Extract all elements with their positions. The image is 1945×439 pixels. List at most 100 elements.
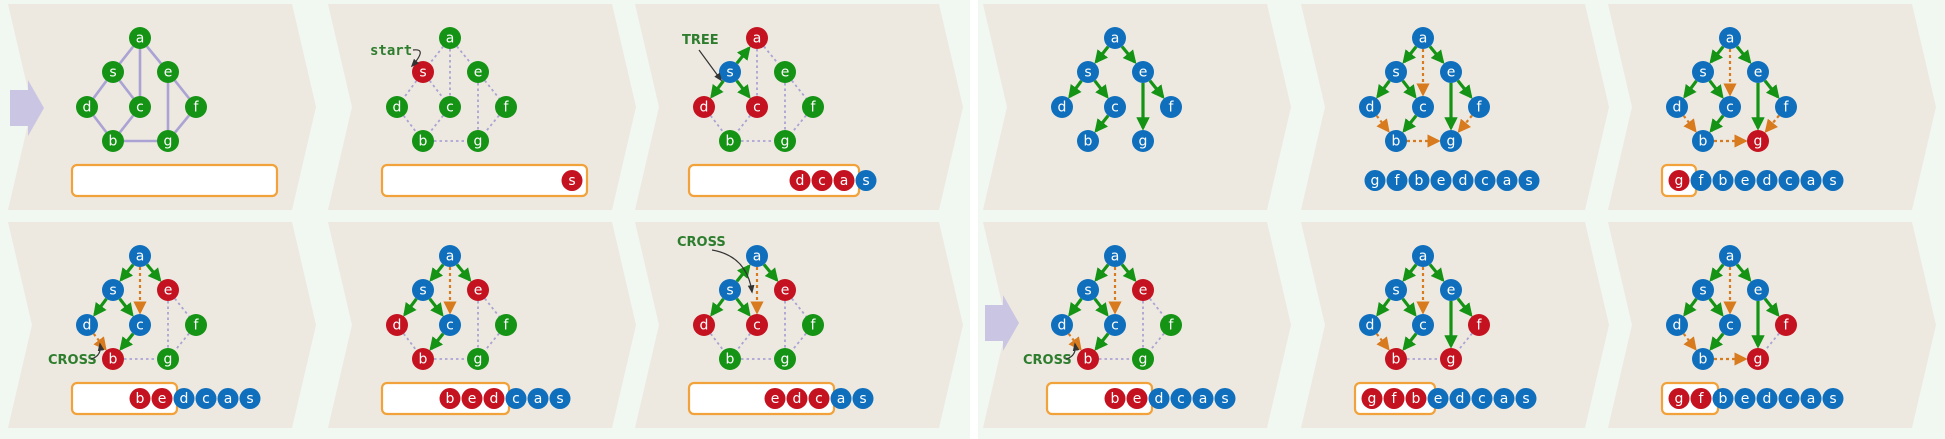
panel-background-p9 xyxy=(635,222,963,428)
queue-token-s xyxy=(561,170,583,191)
node-label-d: d xyxy=(1058,100,1067,116)
node-b xyxy=(412,130,434,152)
node-g xyxy=(774,130,796,152)
node-d xyxy=(1359,96,1381,118)
edge-f-g-dot xyxy=(791,114,807,134)
queue-token-label-s: s xyxy=(1221,391,1228,407)
panel-background-p11 xyxy=(1301,222,1609,428)
node-label-c: c xyxy=(136,100,144,116)
node-a xyxy=(439,245,461,267)
queue-token-label-d: d xyxy=(1459,173,1468,189)
queue-token-label-a: a xyxy=(1503,173,1512,189)
node-label-f: f xyxy=(1477,318,1483,334)
queue-token-b xyxy=(129,388,151,409)
node-label-c: c xyxy=(1726,318,1734,334)
queue-token-label-c: c xyxy=(1478,391,1486,407)
node-d xyxy=(386,96,408,118)
edge-s-c-tree xyxy=(1093,79,1109,99)
node-a xyxy=(129,27,151,49)
edge-s-d-tree xyxy=(710,297,725,317)
node-label-s: s xyxy=(1699,65,1706,81)
next-arrow-top xyxy=(10,80,44,136)
queue-token-a xyxy=(1800,388,1822,409)
node-label-g: g xyxy=(1139,134,1148,150)
node-label-b: b xyxy=(419,352,428,368)
edge-c-b-tree xyxy=(1094,332,1110,351)
queue-token-d xyxy=(1452,170,1474,191)
node-a xyxy=(129,245,151,267)
queue-token-s xyxy=(1214,388,1236,409)
node-label-b: b xyxy=(1392,134,1401,150)
node-b xyxy=(102,348,124,370)
queue-token-label-a: a xyxy=(1500,391,1509,407)
edge-s-d-solid xyxy=(92,80,108,99)
node-b xyxy=(412,348,434,370)
node-label-f: f xyxy=(811,318,817,334)
edge-s-d-tree xyxy=(1683,79,1698,99)
node-f xyxy=(802,96,824,118)
node-label-e: e xyxy=(781,65,790,81)
edge-e-f-tree xyxy=(1763,79,1780,99)
queue-token-c xyxy=(195,388,217,409)
node-b xyxy=(1692,348,1714,370)
node-label-d: d xyxy=(700,100,709,116)
queue-token-label-d: d xyxy=(796,173,805,189)
node-f xyxy=(495,314,517,336)
edge-e-f-tree xyxy=(1456,79,1473,99)
queue-token-label-s: s xyxy=(1829,173,1836,189)
cross-label: CROSS xyxy=(677,235,726,250)
edge-c-b-tree xyxy=(119,332,135,351)
node-d xyxy=(1051,314,1073,336)
next-arrow-bottom xyxy=(985,295,1019,351)
edge-s-d-dot xyxy=(402,80,418,99)
queue-token-a xyxy=(217,388,239,409)
queue-token-d xyxy=(1756,388,1778,409)
edge-a-e-tree xyxy=(1120,263,1137,283)
edge-c-b-tree xyxy=(1094,114,1110,133)
queue-token-label-e: e xyxy=(468,391,477,407)
node-label-s: s xyxy=(109,283,116,299)
node-b xyxy=(1385,348,1407,370)
edge-c-b-dot xyxy=(429,115,444,133)
node-label-e: e xyxy=(1139,283,1148,299)
cross-pointer xyxy=(1065,342,1080,360)
node-a xyxy=(1104,27,1126,49)
edge-f-g-dot xyxy=(1149,332,1165,352)
node-e xyxy=(1132,61,1154,83)
edge-s-d-tree xyxy=(1068,79,1083,99)
edge-a-s-solid xyxy=(118,45,135,65)
edge-d-b-dot xyxy=(402,333,418,351)
queue-box xyxy=(70,163,279,198)
edge-a-s-tree xyxy=(1094,263,1110,282)
queue-token-label-a: a xyxy=(224,391,233,407)
node-e xyxy=(157,61,179,83)
queue-token-label-s: s xyxy=(246,391,253,407)
queue-token-b xyxy=(1405,388,1427,409)
node-label-a: a xyxy=(446,249,455,265)
node-label-f: f xyxy=(811,100,817,116)
edge-e-f-dot xyxy=(174,298,190,317)
node-e xyxy=(1747,61,1769,83)
queue-token-c xyxy=(1170,388,1192,409)
edge-e-f-dot xyxy=(484,80,500,99)
node-label-f: f xyxy=(194,318,200,334)
queue-token-label-a: a xyxy=(1199,391,1208,407)
edge-a-s-tree xyxy=(1402,263,1418,282)
node-e xyxy=(774,61,796,83)
node-a xyxy=(1104,245,1126,267)
edge-s-d-tree xyxy=(1376,79,1391,99)
edge-s-c-tree xyxy=(1708,79,1724,99)
queue-token-label-e: e xyxy=(158,391,167,407)
queue-token-c xyxy=(1471,388,1493,409)
queue-token-label-s: s xyxy=(556,391,563,407)
node-g xyxy=(1132,348,1154,370)
edge-a-e-tree xyxy=(1735,263,1752,283)
node-label-d: d xyxy=(83,318,92,334)
queue-token-e xyxy=(1126,388,1148,409)
